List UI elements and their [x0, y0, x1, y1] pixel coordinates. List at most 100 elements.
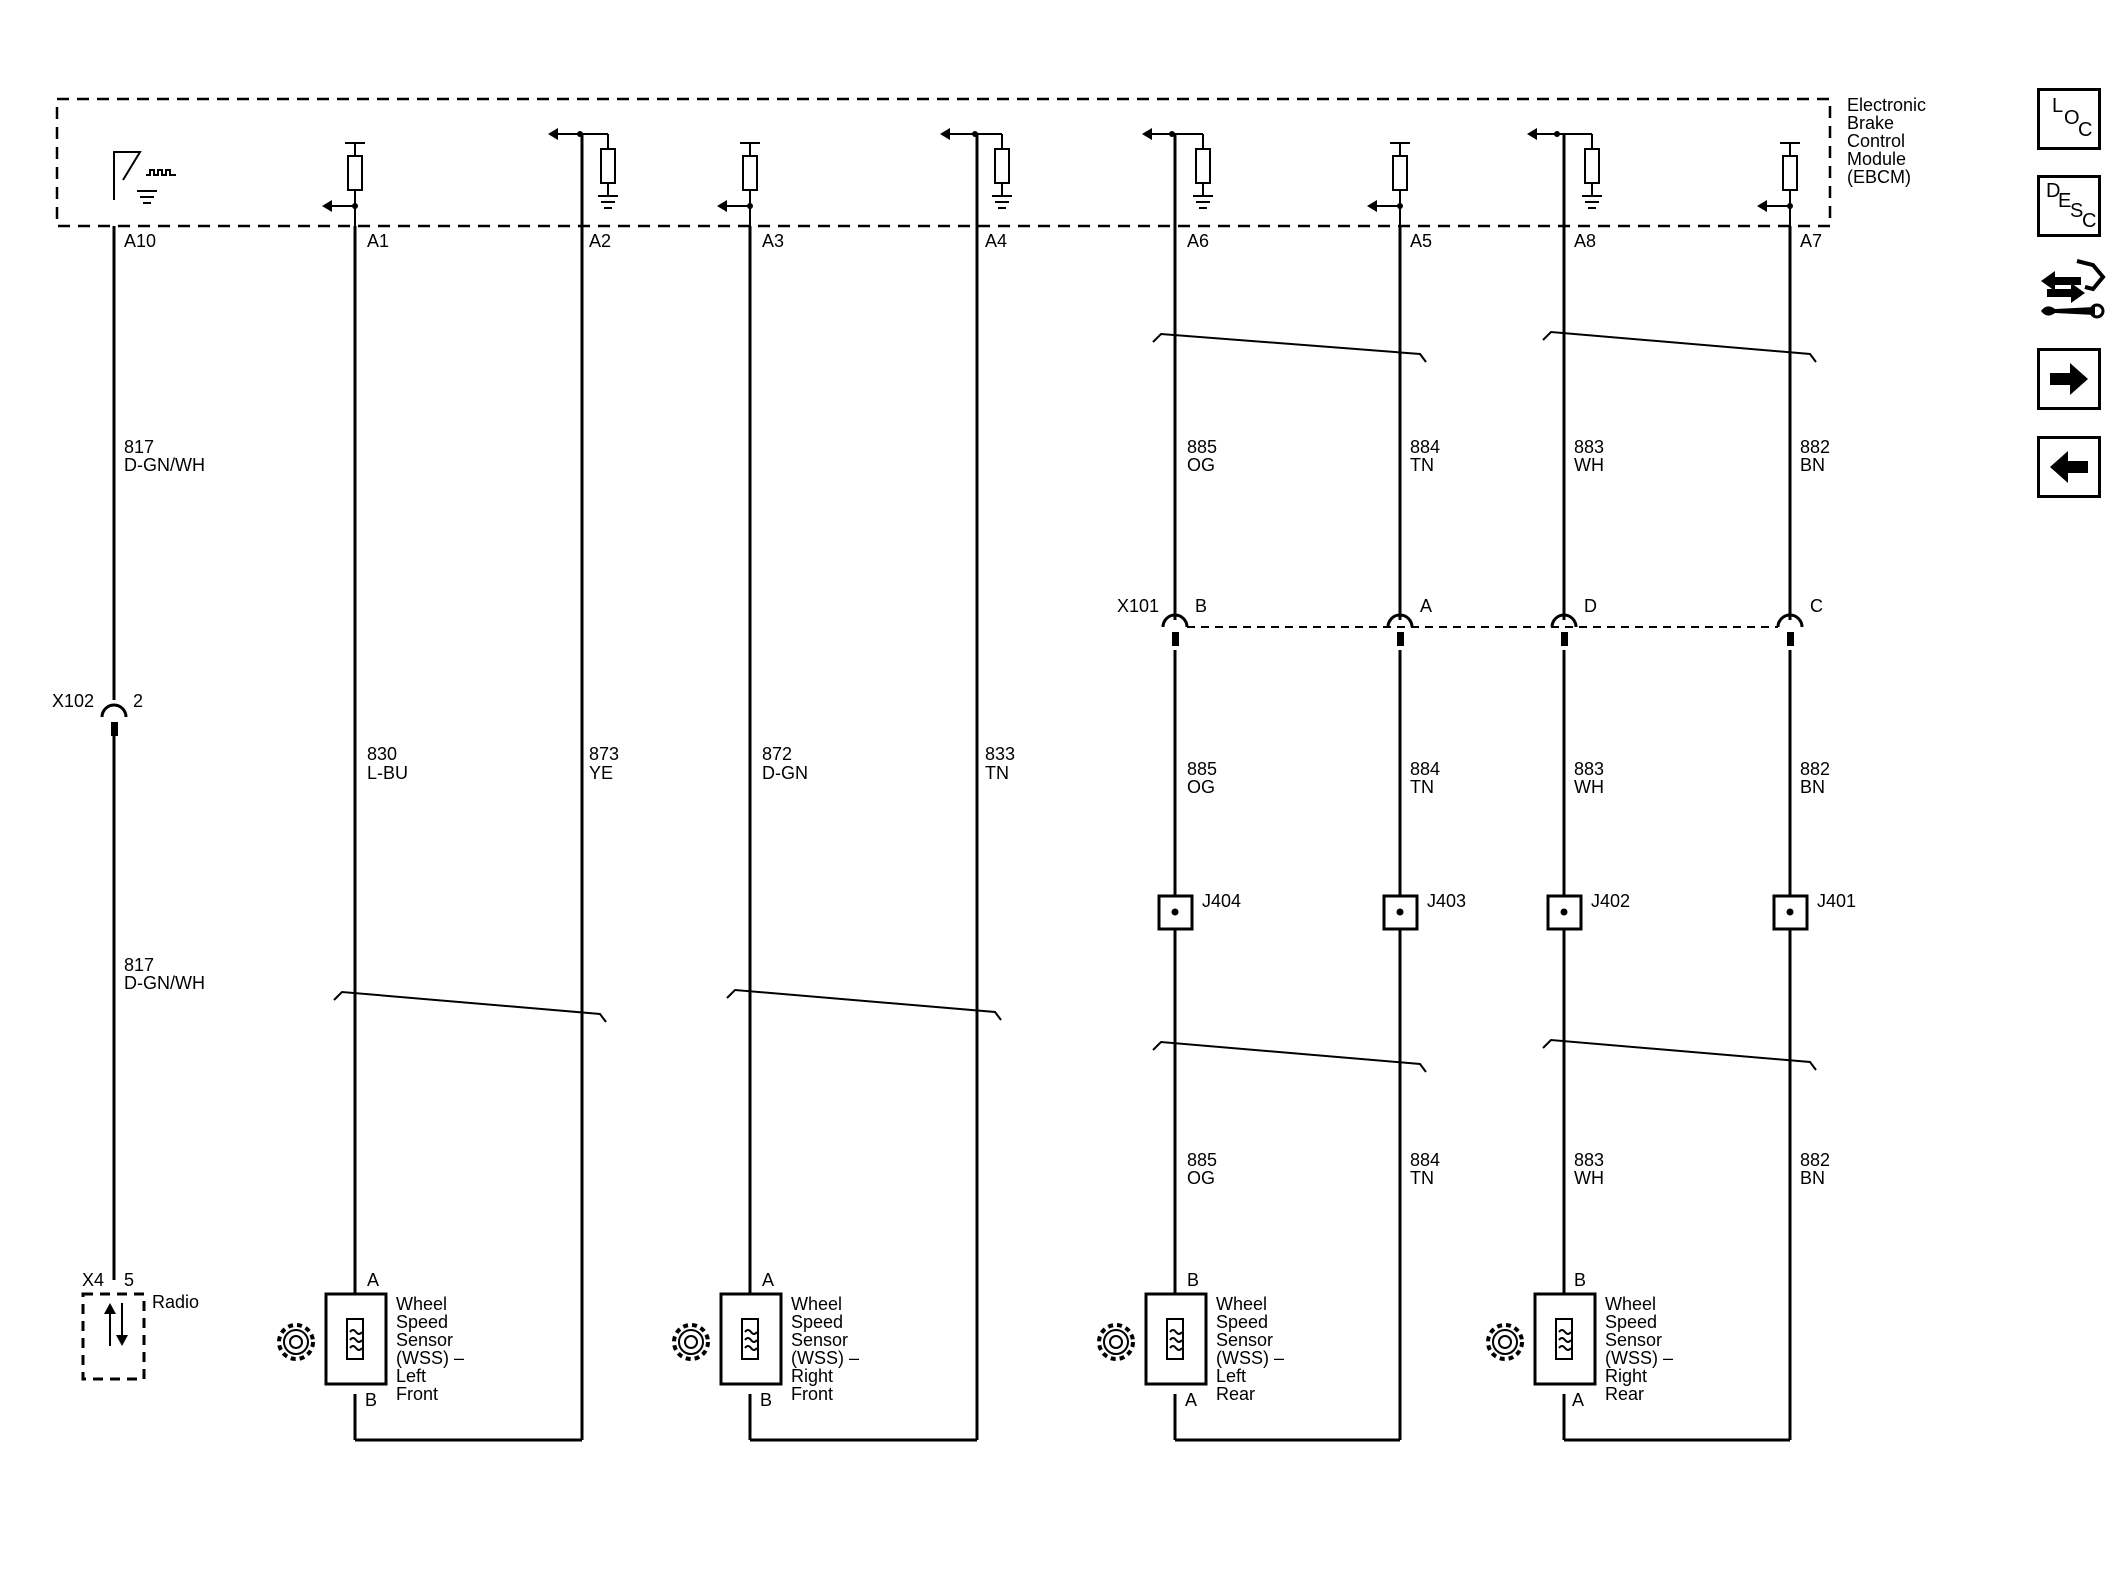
svg-text:Wheel: Wheel [791, 1294, 842, 1314]
connector-x101-pin-c: C [1810, 596, 1823, 616]
svg-text:Rear: Rear [1216, 1384, 1255, 1404]
connector-x102-pin: 2 [133, 691, 143, 711]
ebcm-module-label: Electronic Brake Control Module (EBCM) [1847, 95, 1926, 187]
pin-a6-circuit [1142, 128, 1213, 209]
serial-data-symbol [113, 151, 176, 204]
arrow-right-icon [2050, 363, 2088, 395]
svg-text:882: 882 [1800, 759, 1830, 779]
wss-left-rear-label: Wheel Speed Sensor (WSS) – Left Rear [1216, 1294, 1284, 1404]
front-circuit-labels: 830 L-BU 873 YE 872 D-GN 833 TN [367, 744, 1015, 783]
wss-right-rear [1486, 1292, 1597, 1386]
svg-text:OG: OG [1187, 1168, 1215, 1188]
svg-text:OG: OG [1187, 777, 1215, 797]
svg-text:882: 882 [1800, 437, 1830, 457]
rear-sensor-wires [1173, 134, 1792, 1442]
connector-x101-name: X101 [1117, 596, 1159, 616]
desc-letter-c: C [2082, 210, 2097, 232]
svg-text:885: 885 [1187, 1150, 1217, 1170]
svg-text:BN: BN [1800, 1168, 1825, 1188]
pin-a3-circuit [717, 142, 760, 226]
svg-text:Speed: Speed [1216, 1312, 1268, 1332]
svg-text:A: A [367, 1270, 379, 1290]
svg-text:A5: A5 [1410, 231, 1432, 251]
pin-a2-circuit [548, 128, 618, 209]
svg-text:A8: A8 [1574, 231, 1596, 251]
radio-component [81, 1292, 146, 1381]
svg-text:A1: A1 [367, 231, 389, 251]
svg-text:A4: A4 [985, 231, 1007, 251]
rear-circuit-labels-lower: 885 OG 884 TN 883 WH 882 BN [1187, 1150, 1830, 1188]
sensor-pin-labels: A B A B B A B A [365, 1270, 1586, 1410]
wss-right-front [672, 1292, 783, 1386]
location-button[interactable]: L O C [2037, 88, 2101, 150]
desc-letter-d: D [2046, 180, 2061, 202]
twisted-pair-marks-rear [1152, 330, 1817, 1073]
svg-text:A: A [1185, 1390, 1197, 1410]
pin-labels: A10 A1 A2 A3 A4 A6 A5 A8 A7 [124, 231, 1822, 251]
svg-text:Wheel: Wheel [1216, 1294, 1267, 1314]
loc-letter-o: O [2064, 107, 2080, 129]
front-sensor-wires [353, 134, 979, 1442]
description-button[interactable]: D E S C [2037, 175, 2101, 237]
connector-end-view-button[interactable] [2037, 255, 2109, 325]
circuit-817-color-lower: D-GN/WH [124, 973, 205, 993]
pin-a7-circuit [1757, 142, 1800, 226]
svg-text:A10: A10 [124, 231, 156, 251]
svg-text:J404: J404 [1202, 891, 1241, 911]
connector-x102-name: X102 [52, 691, 94, 711]
rear-circuit-labels-middle: 885 OG 884 TN 883 WH 882 BN [1187, 759, 1830, 797]
svg-text:(WSS) –: (WSS) – [1605, 1348, 1673, 1368]
svg-text:Sensor: Sensor [396, 1330, 453, 1350]
svg-text:B: B [1574, 1270, 1586, 1290]
svg-text:Speed: Speed [791, 1312, 843, 1332]
desc-letter-s: S [2070, 200, 2084, 222]
circuit-817-color-upper: D-GN/WH [124, 455, 205, 475]
svg-text:Speed: Speed [396, 1312, 448, 1332]
svg-text:OG: OG [1187, 455, 1215, 475]
svg-text:WH: WH [1574, 1168, 1604, 1188]
svg-text:B: B [1187, 1270, 1199, 1290]
svg-text:J402: J402 [1591, 891, 1630, 911]
svg-text:882: 882 [1800, 1150, 1830, 1170]
svg-text:Front: Front [791, 1384, 833, 1404]
svg-text:830: 830 [367, 744, 397, 764]
svg-text:872: 872 [762, 744, 792, 764]
svg-text:Sensor: Sensor [1216, 1330, 1273, 1350]
svg-text:Left: Left [1216, 1366, 1246, 1386]
splice-j401 [1772, 894, 1809, 931]
radio-pin: 5 [124, 1270, 134, 1290]
pin-a5-circuit [1367, 142, 1410, 226]
svg-text:Control: Control [1847, 131, 1905, 151]
loc-letter-c: C [2078, 119, 2093, 141]
svg-text:J401: J401 [1817, 891, 1856, 911]
twisted-pair-marks-front [333, 988, 1002, 1023]
svg-text:L-BU: L-BU [367, 763, 408, 783]
svg-text:TN: TN [1410, 455, 1434, 475]
connector-x101-pin-b: B [1195, 596, 1207, 616]
splice-j403 [1382, 894, 1419, 931]
svg-text:BN: BN [1800, 777, 1825, 797]
next-page-button[interactable] [2037, 348, 2101, 410]
wss-right-front-label: Wheel Speed Sensor (WSS) – Right Front [791, 1294, 859, 1404]
svg-text:WH: WH [1574, 455, 1604, 475]
svg-text:Right: Right [1605, 1366, 1647, 1386]
previous-page-button[interactable] [2037, 436, 2101, 498]
pin-a8-circuit [1527, 128, 1602, 209]
svg-text:A6: A6 [1187, 231, 1209, 251]
svg-text:884: 884 [1410, 759, 1440, 779]
gear-icon [1486, 1323, 1524, 1361]
wss-right-rear-label: Wheel Speed Sensor (WSS) – Right Rear [1605, 1294, 1673, 1404]
svg-text:YE: YE [589, 763, 613, 783]
svg-text:TN: TN [1410, 777, 1434, 797]
svg-text:(WSS) –: (WSS) – [1216, 1348, 1284, 1368]
rear-circuit-labels-upper: 885 OG 884 TN 883 WH 882 BN [1187, 437, 1830, 475]
connector-end-view-icon [2041, 259, 2106, 319]
circuit-817-number-upper: 817 [124, 437, 154, 457]
svg-text:D-GN: D-GN [762, 763, 808, 783]
splice-j402 [1546, 894, 1583, 931]
svg-text:Front: Front [396, 1384, 438, 1404]
loc-letter-l: L [2052, 95, 2064, 117]
wss-left-front-label: Wheel Speed Sensor (WSS) – Left Front [396, 1294, 464, 1404]
arrow-left-icon [2050, 451, 2088, 483]
